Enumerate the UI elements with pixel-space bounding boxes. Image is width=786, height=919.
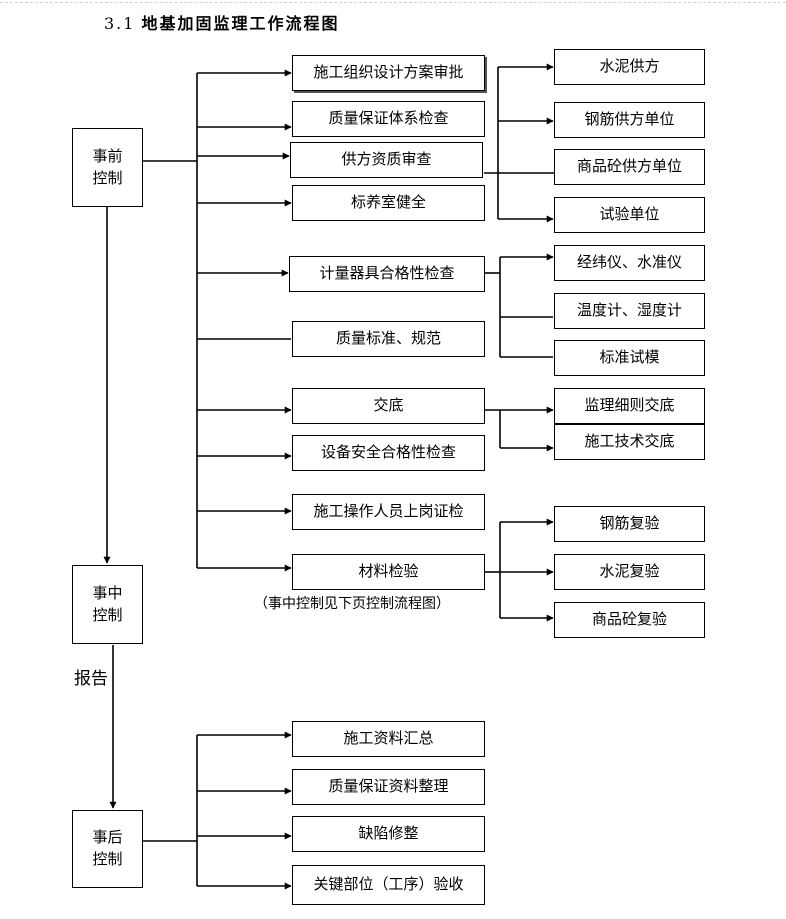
post-item-defect-repair: 缺陷修整 (292, 816, 485, 852)
instrument-standard-mold: 标准试模 (554, 340, 705, 376)
post-item-quality-document-organize: 质量保证资料整理 (292, 769, 485, 805)
pre-item-material-inspection: 材料检验 (292, 554, 485, 590)
report-label: 报告 (74, 669, 108, 689)
pre-item-equipment-safety-check: 设备安全合格性检查 (292, 435, 485, 471)
pre-item-operator-certificate-check: 施工操作人员上岗证检 (292, 494, 485, 530)
pre-control-box: 事前控制 (72, 128, 143, 207)
disclosure-supervision-rules: 监理细则交底 (554, 388, 705, 424)
mid-control-line1: 事中 (92, 583, 123, 602)
post-control-line1: 事后 (92, 828, 123, 847)
post-control-line2: 控制 (92, 850, 123, 868)
post-item-document-summary: 施工资料汇总 (292, 721, 485, 757)
section-title: 地基加固监理工作流程图 (141, 14, 340, 33)
pre-item-quality-standards: 质量标准、规范 (292, 321, 485, 357)
supplier-testing-unit: 试验单位 (554, 197, 705, 233)
disclosure-construction-technique: 施工技术交底 (554, 424, 705, 460)
pre-item-curing-room: 标养室健全 (292, 185, 485, 221)
supplier-steel: 钢筋供方单位 (554, 102, 705, 138)
supplier-cement: 水泥供方 (554, 49, 705, 85)
page-top-rule (0, 2, 786, 3)
pre-control-line1: 事前 (92, 146, 123, 165)
post-control-box: 事后控制 (72, 810, 143, 888)
mid-control-line2: 控制 (92, 605, 123, 624)
supplier-ready-mix-concrete: 商品砼供方单位 (554, 149, 705, 185)
material-concrete-retest: 商品砼复验 (554, 602, 705, 638)
instrument-theodolite-level: 经纬仪、水准仪 (554, 245, 705, 281)
section-number: 3.1 (104, 14, 136, 33)
material-note: （事中控制见下页控制流程图） (254, 596, 450, 612)
pre-control-line2: 控制 (92, 168, 123, 187)
page-title: 3.1 地基加固监理工作流程图 (104, 10, 339, 34)
pre-item-instrument-check: 计量器具合格性检查 (289, 256, 485, 292)
pre-item-quality-system-check: 质量保证体系检查 (292, 101, 485, 137)
pre-item-disclosure: 交底 (292, 388, 485, 424)
pre-item-supplier-qualification: 供方资质审查 (290, 142, 483, 178)
material-cement-retest: 水泥复验 (554, 554, 705, 590)
post-item-key-part-acceptance: 关键部位（工序）验收 (292, 865, 485, 905)
pre-item-construction-plan-review: 施工组织设计方案审批 (292, 55, 485, 91)
instrument-thermo-hygrometer: 温度计、湿度计 (554, 293, 705, 329)
mid-control-box: 事中控制 (72, 565, 143, 644)
material-steel-retest: 钢筋复验 (554, 506, 705, 542)
